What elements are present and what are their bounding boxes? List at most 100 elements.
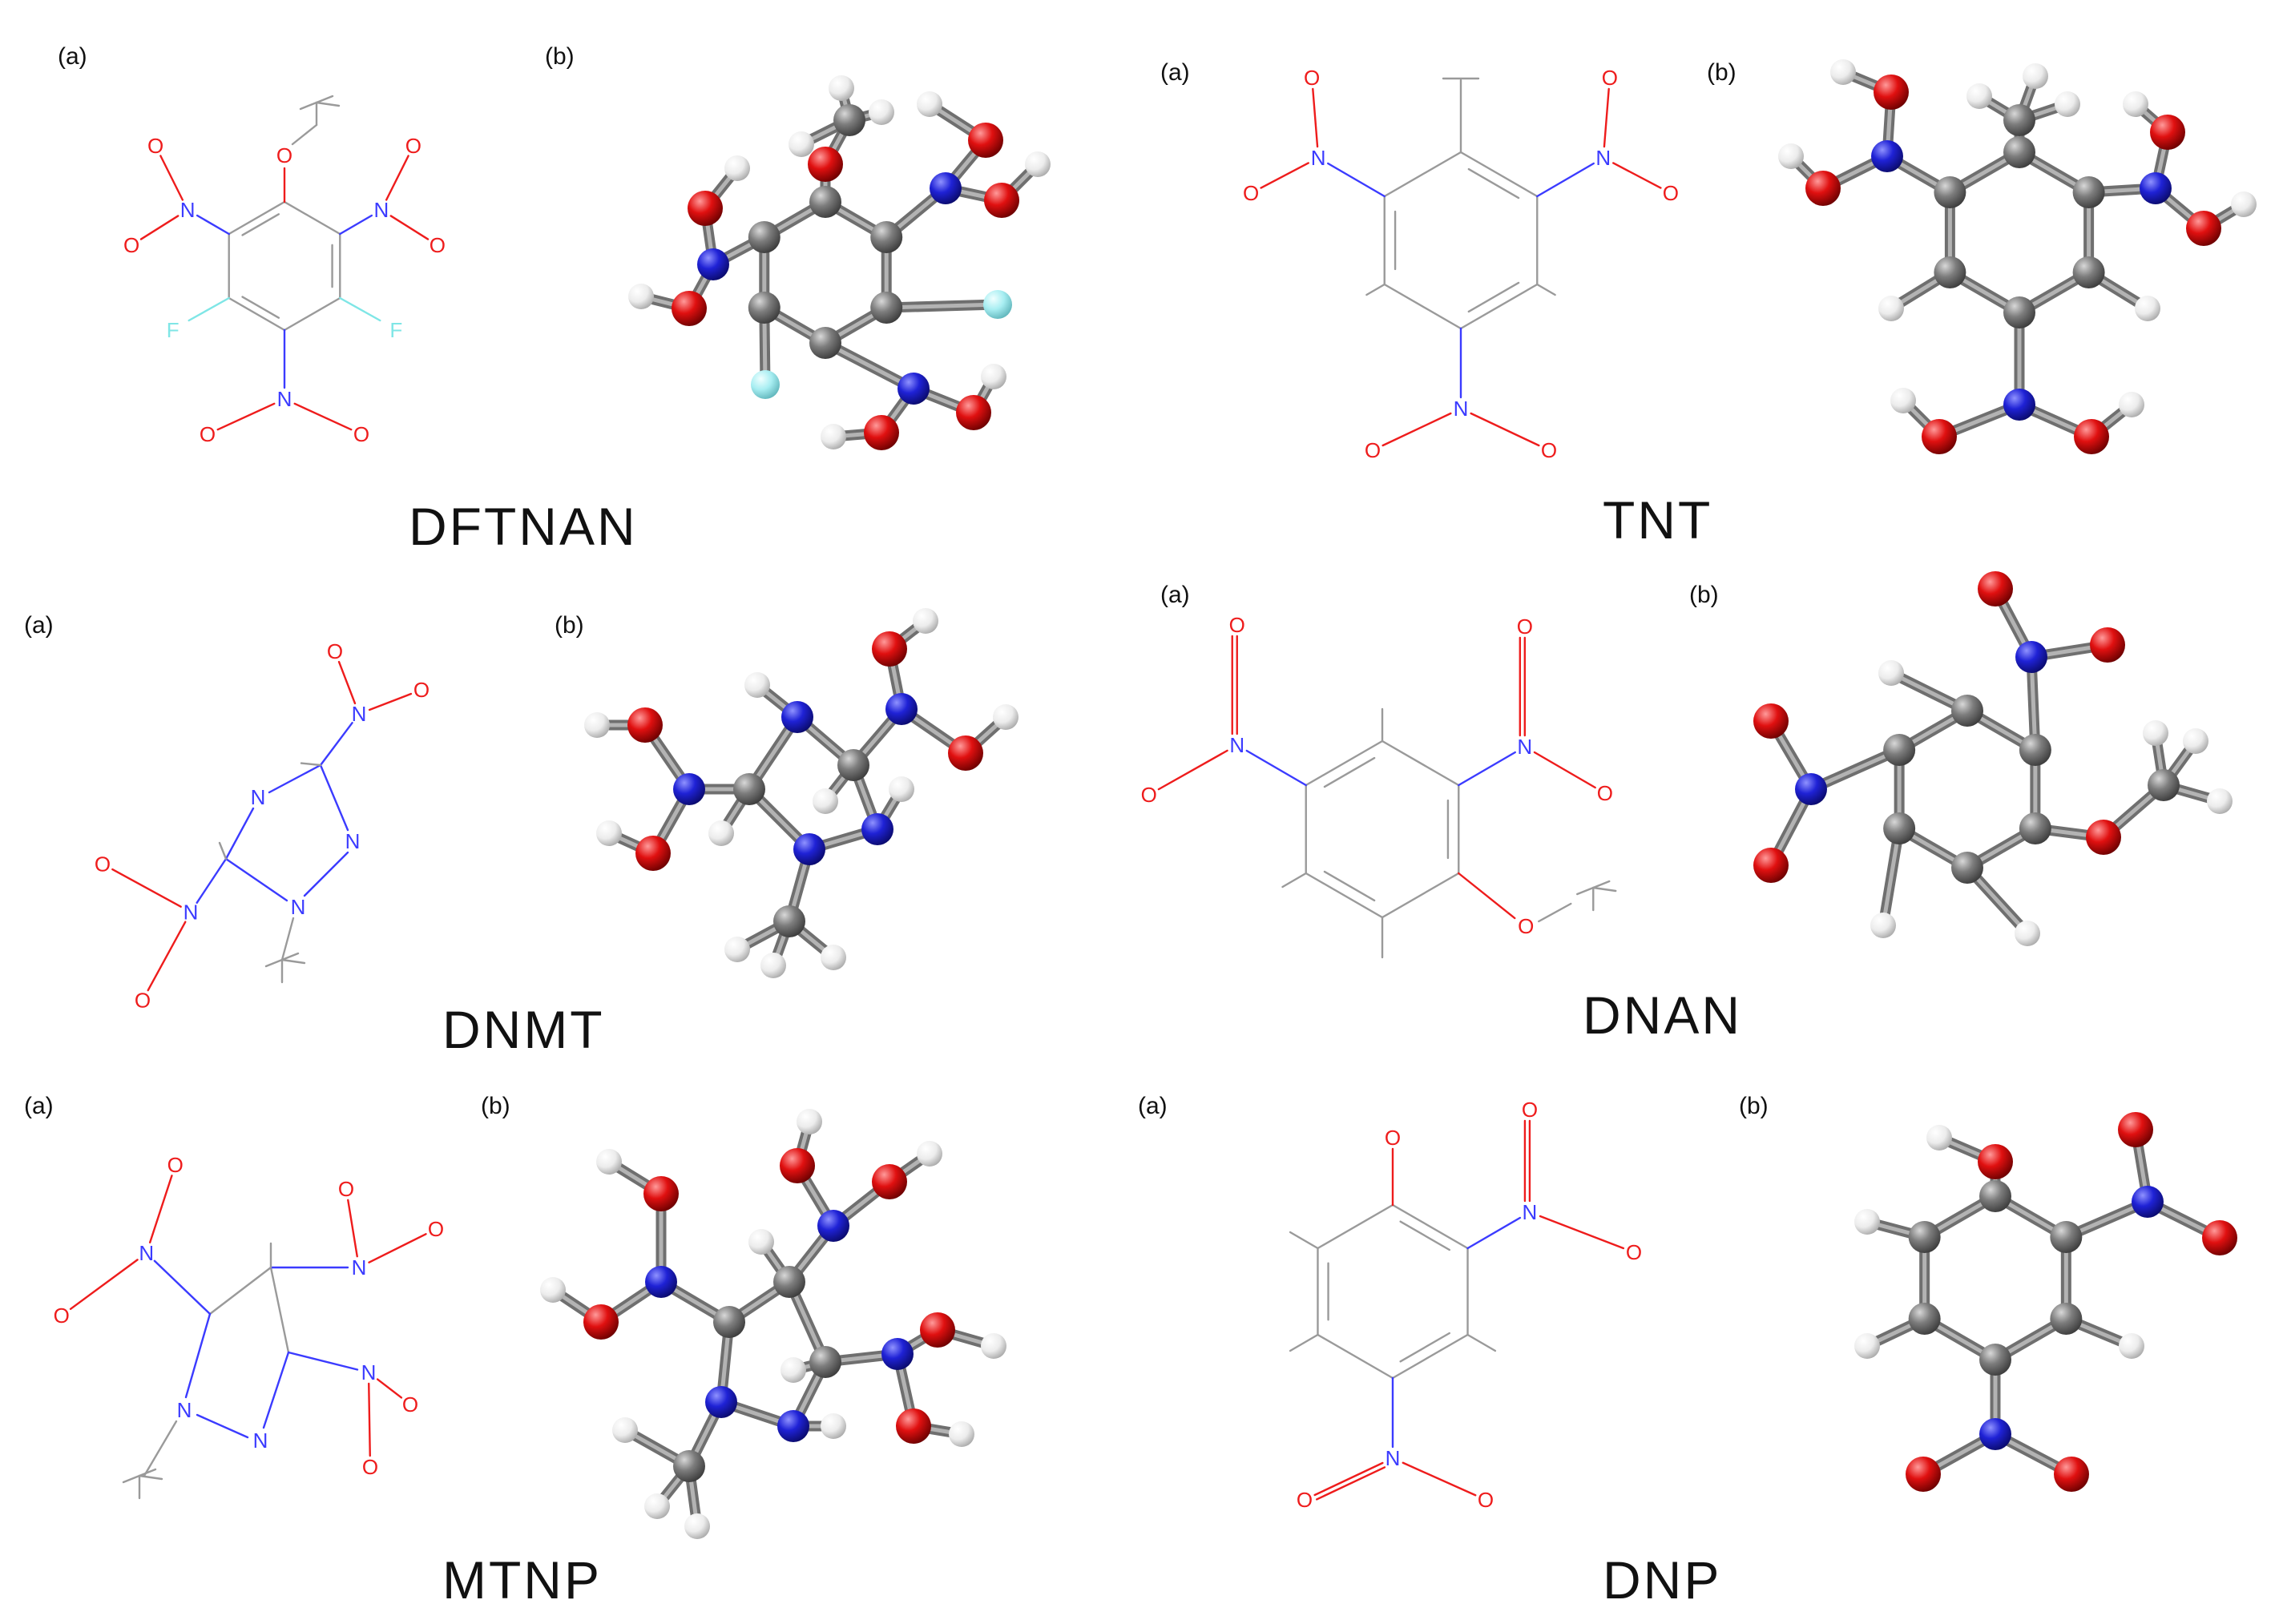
atom-label: O <box>405 134 422 158</box>
panel-label-b: (b) <box>545 43 575 70</box>
atom-label: N <box>1311 146 1326 170</box>
bond-line <box>208 1266 272 1316</box>
atom-O <box>2186 211 2221 246</box>
atom-H <box>829 75 854 101</box>
bond-line <box>228 296 286 332</box>
atom-N <box>645 1266 677 1298</box>
bond-line <box>1458 872 1516 920</box>
panel-labels: (a) (b) (a) (b) (a) (b) (a) (b) (a) (b) … <box>24 43 1769 1119</box>
atom-N <box>1871 140 1903 172</box>
atom-N <box>697 248 729 280</box>
bond-line <box>280 917 295 961</box>
atom-O <box>872 631 907 667</box>
atom-C <box>1979 1180 2011 1212</box>
atom-O <box>1753 703 1789 739</box>
atom-N <box>777 1410 809 1442</box>
bond-line <box>159 155 184 201</box>
atom-label: N <box>345 829 361 853</box>
bond-line <box>1459 151 1539 198</box>
compound-name: TNT <box>1603 490 1712 550</box>
atom-label: O <box>135 988 151 1012</box>
atom-label: O <box>200 422 216 446</box>
bond-line <box>1603 87 1610 148</box>
atom-H <box>1778 143 1804 169</box>
bond-line <box>319 722 353 767</box>
bond-line <box>196 1413 249 1439</box>
atom-H <box>821 945 846 970</box>
panel-label-a: (a) <box>58 43 87 70</box>
atom-label: O <box>1518 914 1534 938</box>
bond-line <box>1470 412 1540 447</box>
atom-O <box>1805 171 1841 206</box>
atom-C <box>1934 176 1966 208</box>
bond-line <box>1459 283 1539 330</box>
compound-name: MTNP <box>442 1550 602 1610</box>
atom-label: N <box>1386 1446 1401 1470</box>
atom-O <box>896 1408 931 1444</box>
atom-H <box>981 364 1006 389</box>
bond-line <box>291 123 318 146</box>
atom-H <box>2123 91 2148 117</box>
atom-O <box>2150 115 2185 150</box>
atom-H <box>1854 1333 1880 1359</box>
atom-H <box>612 1417 638 1443</box>
atom-label: N <box>361 1360 377 1384</box>
atom-O <box>2118 1112 2153 1147</box>
atom-H <box>917 1141 942 1167</box>
atom-C <box>1934 256 1966 288</box>
compound-names: DFTNAN TNT DNMT DNAN MTNP DNP <box>409 490 1740 1610</box>
bond-line <box>385 155 409 201</box>
bond-line <box>368 692 413 711</box>
atom-H <box>917 91 942 117</box>
atom-O <box>948 735 983 771</box>
atom-C <box>837 749 869 781</box>
atom-label: O <box>362 1455 378 1479</box>
atom-C <box>748 221 780 253</box>
atom-H <box>821 1413 846 1439</box>
atom-label: O <box>1365 438 1381 462</box>
bond-line <box>1536 283 1556 296</box>
atom-label: N <box>352 702 367 726</box>
atom-label: O <box>402 1392 418 1416</box>
bond-line <box>1538 902 1572 923</box>
bond-line <box>1536 162 1595 198</box>
atom-H <box>724 937 750 962</box>
bond-line <box>1399 1332 1450 1363</box>
atom-N <box>817 1210 849 1242</box>
atom-C <box>2019 734 2051 766</box>
model-bond-highlight <box>1809 748 1902 792</box>
panel-label-a: (a) <box>1160 59 1190 86</box>
atom-C <box>2003 104 2035 136</box>
atom-O <box>1874 75 1909 110</box>
atom-label: O <box>54 1304 70 1328</box>
atom-H <box>797 1109 822 1134</box>
atom-label: O <box>1297 1488 1313 1512</box>
atom-O <box>920 1312 955 1348</box>
atom-O <box>1906 1457 1941 1492</box>
atom-H <box>1025 151 1051 177</box>
bond-line <box>1323 756 1376 788</box>
bond-line <box>1316 1466 1386 1501</box>
bond-line <box>1313 1461 1384 1497</box>
atom-N <box>885 693 918 725</box>
atom-C <box>748 292 780 324</box>
bond-line <box>300 762 322 767</box>
atom-C <box>713 1306 745 1338</box>
bond-line <box>218 841 228 860</box>
model-DNMT <box>584 608 1018 978</box>
bond-line <box>268 764 322 794</box>
atom-C <box>2003 136 2035 168</box>
compound-name: DNP <box>1603 1550 1721 1610</box>
atom-H <box>540 1277 566 1303</box>
atom-C <box>809 327 841 359</box>
atom-label: O <box>123 233 139 257</box>
model-DNP <box>1854 1112 2237 1492</box>
bond-line <box>319 764 349 832</box>
bond-line <box>1245 749 1307 787</box>
panel-label-b: (b) <box>1739 1093 1769 1119</box>
